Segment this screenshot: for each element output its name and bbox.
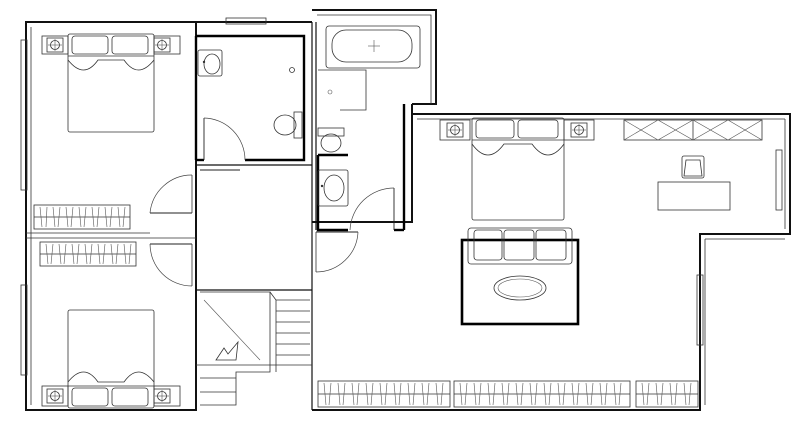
toilet-icon — [273, 111, 303, 139]
interior-walls — [196, 22, 317, 410]
wardrobe-icon — [39, 241, 137, 267]
bathroom-1 — [194, 34, 306, 162]
lamp-icon — [570, 122, 588, 138]
lamp-icon — [153, 37, 171, 53]
bed-icon — [67, 309, 155, 409]
lamp-icon — [46, 37, 64, 53]
exterior-walls — [20, 9, 791, 411]
stair-icon — [200, 291, 310, 406]
basin-icon — [197, 49, 223, 77]
door-icon — [349, 187, 395, 231]
bed-icon — [67, 33, 155, 133]
bedroom-2 — [39, 241, 193, 409]
door-icon — [149, 243, 193, 287]
master-bedroom — [317, 117, 763, 408]
sofa — [467, 227, 573, 265]
lamp-icon — [46, 388, 64, 404]
basin-icon — [317, 169, 349, 207]
door-icon — [149, 174, 193, 214]
door-icon — [315, 231, 359, 273]
wardrobe-icon — [33, 204, 131, 230]
hall — [200, 169, 359, 406]
coffee-table-oval — [493, 275, 547, 301]
wardrobe-icon — [317, 380, 699, 408]
desk — [657, 155, 731, 211]
bathtub-icon — [325, 25, 421, 69]
door-icon — [203, 117, 246, 161]
lamp-icon — [153, 388, 171, 404]
bathroom-2 — [316, 25, 421, 232]
toilet-icon — [317, 127, 345, 153]
drain-icon — [289, 67, 295, 73]
tv-cabinet — [623, 119, 763, 141]
bedroom-1 — [33, 33, 193, 230]
rug — [460, 238, 580, 326]
lamp-icon — [446, 122, 464, 138]
bed-icon — [471, 117, 565, 221]
